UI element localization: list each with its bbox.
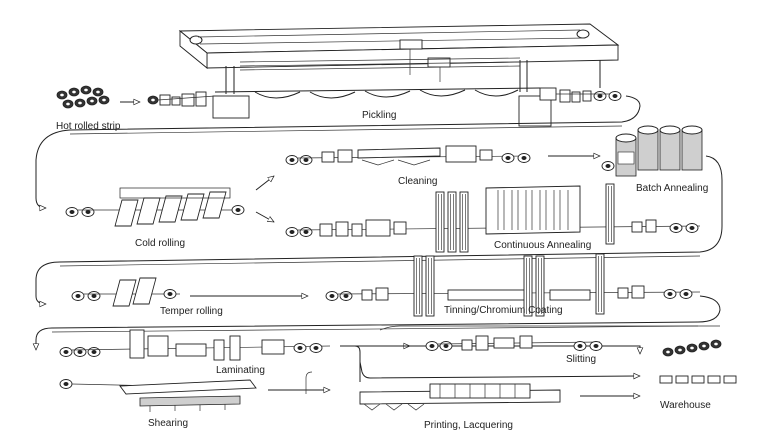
label-batch-annealing: Batch Annealing — [636, 183, 709, 194]
shearing-line — [59, 379, 257, 412]
label-laminating: Laminating — [216, 365, 265, 376]
batch-annealing-furnaces — [601, 125, 703, 177]
label-shearing: Shearing — [148, 418, 189, 429]
label-pickling: Pickling — [362, 110, 397, 121]
continuous-annealing-line — [285, 183, 701, 253]
temper-rolling-mill — [71, 277, 180, 307]
warehouse-stock — [659, 339, 737, 384]
arrow-to-continuous-annealing — [255, 211, 274, 223]
arrow-to-cleaning — [255, 176, 274, 191]
label-hot-rolled-strip: Hot rolled strip — [56, 121, 121, 132]
cold-rolling-mill — [65, 187, 245, 227]
printing-lacquering-line — [359, 383, 561, 411]
label-printing-lacquering: Printing, Lacquering — [424, 420, 513, 431]
label-tinning-chromium-coating: Tinning/Chromium Coating — [444, 305, 563, 316]
branch-arrows — [268, 325, 720, 394]
slitting-line — [425, 335, 603, 351]
cleaning-line — [285, 145, 531, 166]
laminating-line — [59, 329, 331, 361]
label-slitting: Slitting — [566, 354, 597, 365]
hot-rolled-coils — [56, 85, 110, 109]
label-cold-rolling: Cold rolling — [135, 238, 186, 249]
label-warehouse: Warehouse — [660, 400, 711, 411]
label-temper-rolling: Temper rolling — [160, 306, 223, 317]
flow-path — [36, 95, 723, 350]
tinning-chromium-coating-line — [325, 253, 701, 317]
label-continuous-annealing: Continuous Annealing — [494, 240, 592, 251]
label-cleaning: Cleaning — [398, 176, 438, 187]
pickling-line — [147, 23, 622, 127]
